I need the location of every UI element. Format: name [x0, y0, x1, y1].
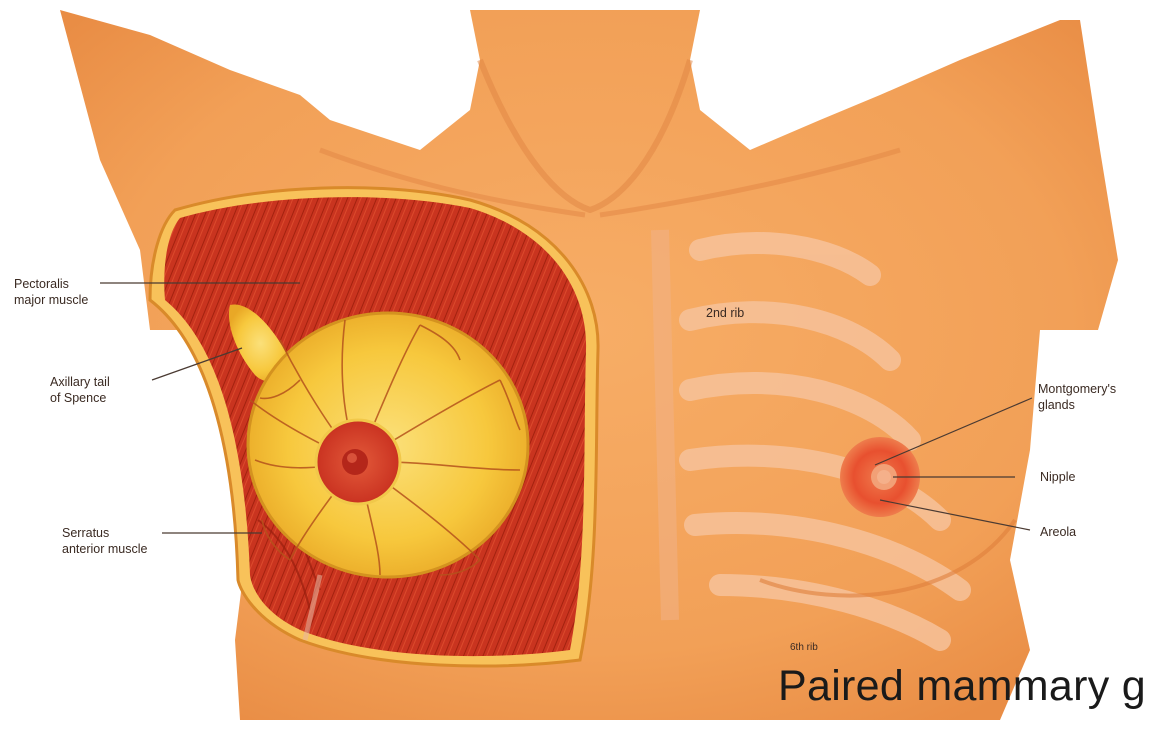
- label-areola: Areola: [1040, 524, 1076, 540]
- label-sixth-rib: 6th rib: [790, 640, 818, 656]
- slide-caption: Paired mammary g: [778, 660, 1146, 712]
- label-pectoralis-major: Pectoralis major muscle: [14, 276, 88, 308]
- label-serratus-anterior: Serratus anterior muscle: [62, 525, 147, 557]
- sternum: [660, 230, 670, 620]
- label-axillary-tail: Axillary tail of Spence: [50, 374, 110, 406]
- label-nipple: Nipple: [1040, 469, 1075, 485]
- label-second-rib: 2nd rib: [706, 305, 744, 321]
- label-montgomery-glands: Montgomery's glands: [1038, 381, 1116, 413]
